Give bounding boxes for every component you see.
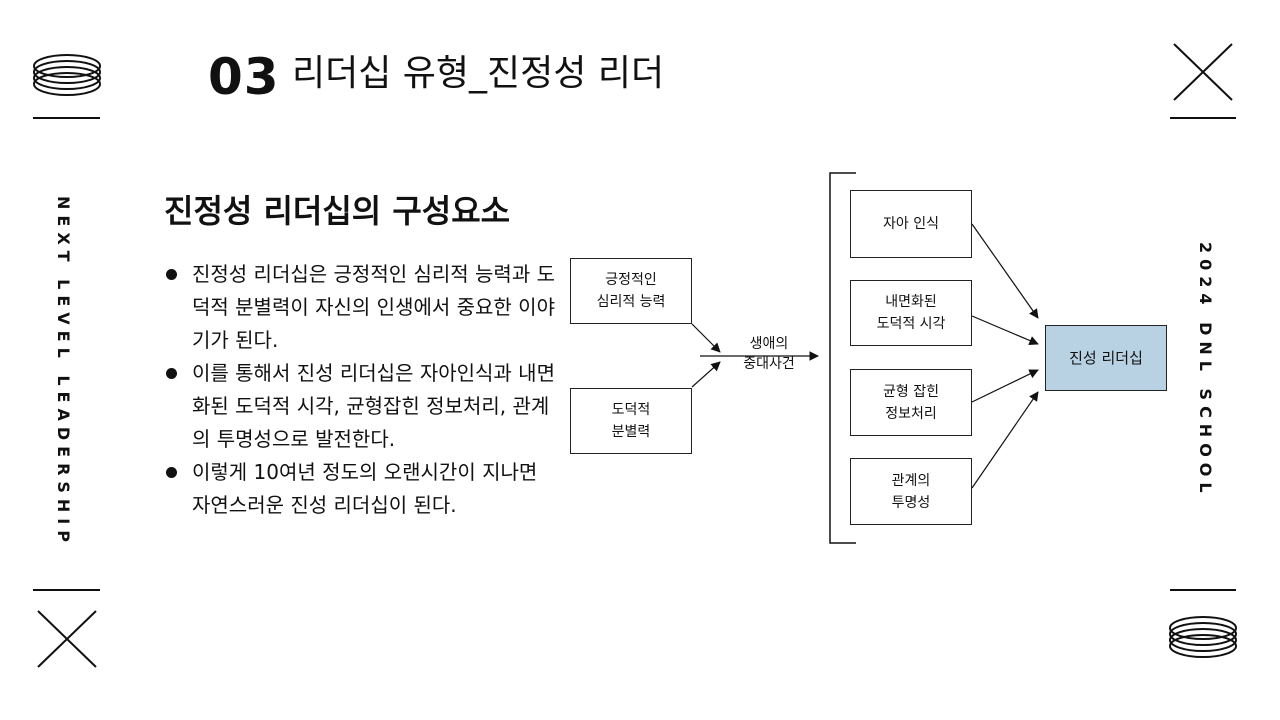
- arrow-input-2: [691, 361, 721, 388]
- component-box-self-awareness: 자아 인식: [850, 190, 972, 258]
- arrow-component-3: [971, 369, 1039, 403]
- divider-bottom-right: [1170, 589, 1236, 591]
- bullet-item: 이렇게 10여년 정도의 오랜시간이 지나면 자연스러운 진성 리더십이 된다.: [166, 456, 562, 522]
- side-text-left: NEXT LEVEL LEADERSHIP: [54, 196, 73, 548]
- ring-icon-top-left: [33, 54, 101, 96]
- section-subtitle: 진정성 리더십의 구성요소: [164, 192, 511, 230]
- arrow-component-4: [971, 391, 1039, 489]
- component-box-balanced-processing: 균형 잡힌 정보처리: [850, 369, 972, 436]
- side-text-right: 2024 DNL SCHOOL: [1196, 242, 1215, 499]
- input-box-moral-discernment: 도덕적 분별력: [570, 388, 692, 454]
- component-box-moral-perspective: 내면화된 도덕적 시각: [850, 280, 972, 346]
- bracket: [829, 172, 856, 544]
- section-number: 03: [208, 48, 280, 106]
- event-label: 생애의 중대사건: [743, 336, 795, 372]
- ring-icon-bottom-right: [1169, 616, 1237, 658]
- divider-top-left: [33, 117, 100, 119]
- bullet-item: 진정성 리더십은 긍정적인 심리적 능력과 도덕적 분별력이 자신의 인생에서 …: [166, 258, 562, 357]
- arrow-component-1: [971, 223, 1039, 319]
- bullet-list: 진정성 리더십은 긍정적인 심리적 능력과 도덕적 분별력이 자신의 인생에서 …: [166, 258, 562, 522]
- page-title: 리더십 유형_진정성 리더: [292, 53, 665, 94]
- component-box-relational-transparency: 관계의 투명성: [850, 458, 972, 525]
- arrow-component-2: [971, 315, 1039, 346]
- arrow-input-1: [691, 323, 721, 353]
- input-box-positive-capacity: 긍정적인 심리적 능력: [570, 258, 692, 324]
- cross-icon-top-right: [1173, 43, 1233, 101]
- divider-bottom-left: [33, 589, 100, 591]
- cross-icon-bottom-left: [37, 610, 97, 668]
- divider-top-right: [1170, 117, 1236, 119]
- result-box-authentic-leadership: 진성 리더십: [1045, 325, 1167, 391]
- bullet-item: 이를 통해서 진성 리더십은 자아인식과 내면화된 도덕적 시각, 균형잡힌 정…: [166, 357, 562, 456]
